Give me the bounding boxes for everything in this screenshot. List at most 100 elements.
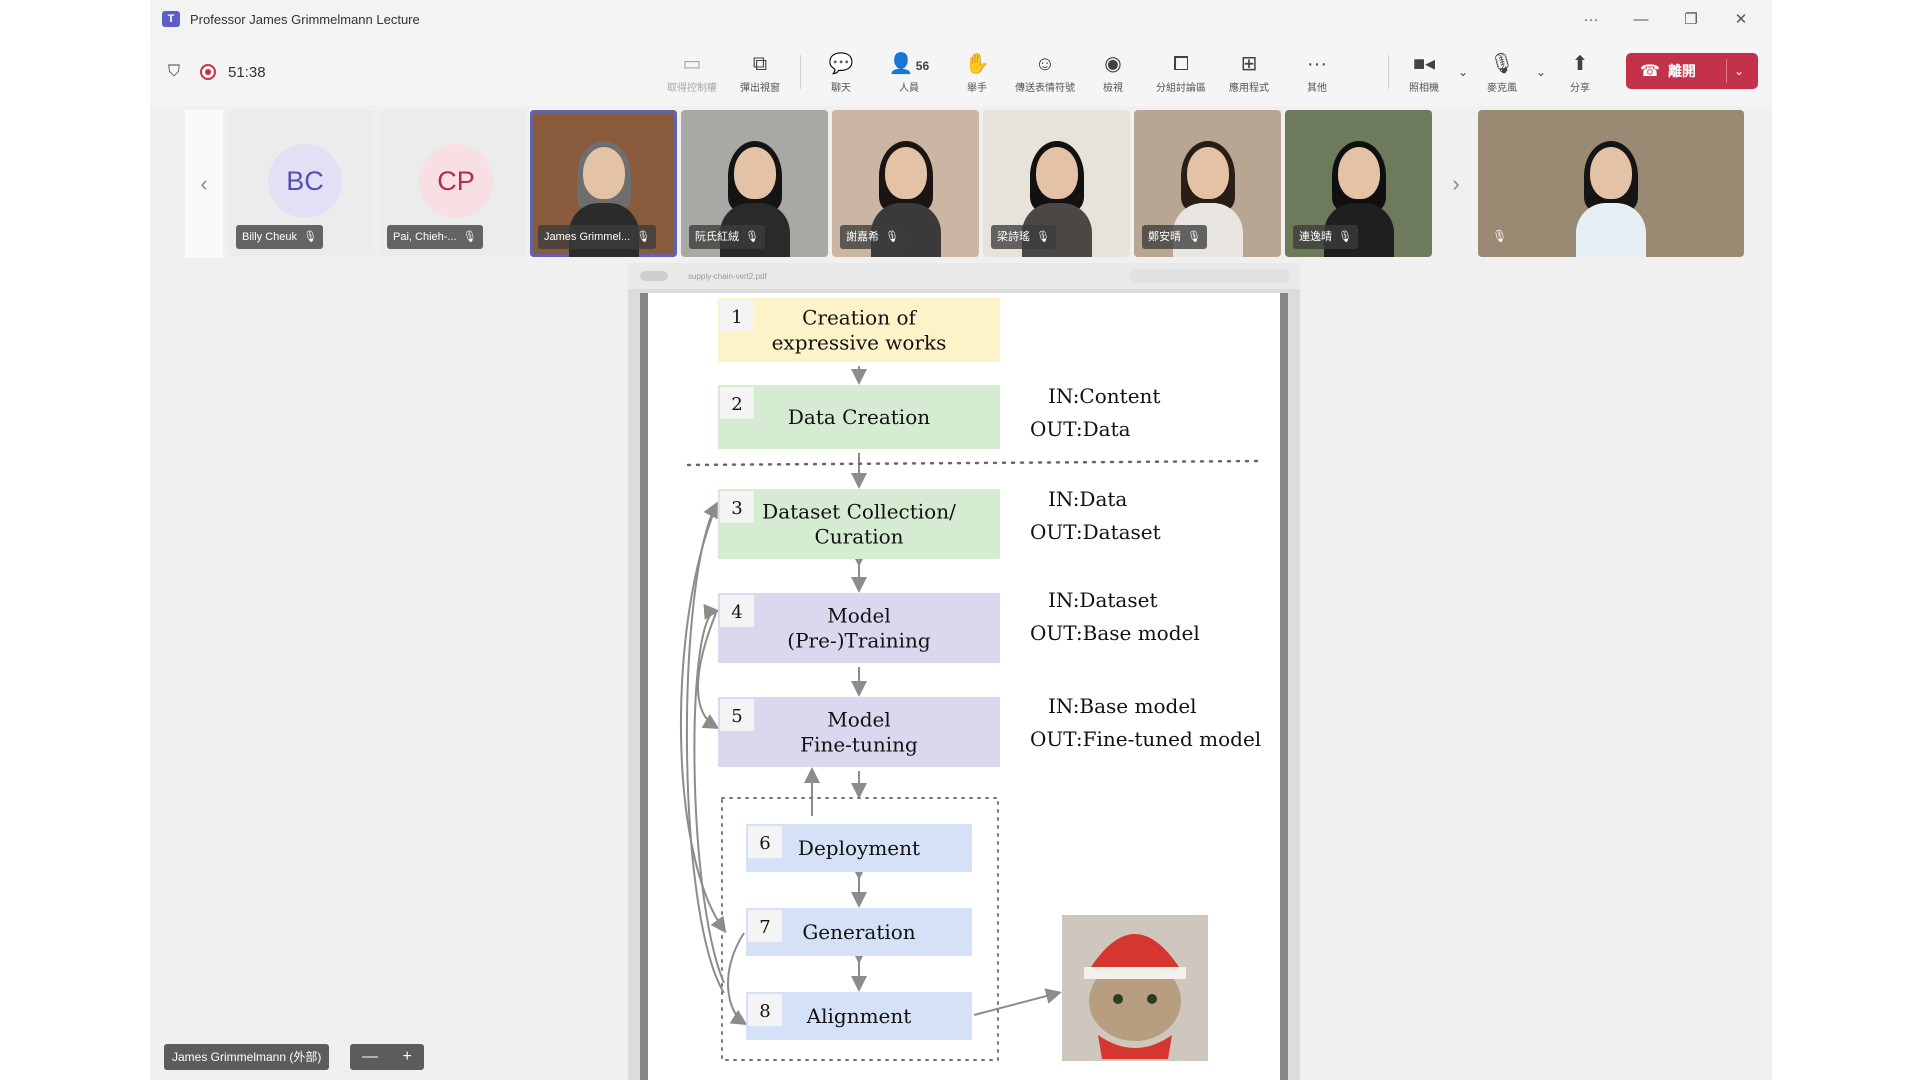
people-icon: 👤56 [888, 52, 930, 75]
participant-name-text: 梁詩瑤 [997, 231, 1030, 243]
stage-label: Deployment [798, 836, 920, 860]
output-label: OUT:Data [1030, 417, 1131, 441]
chat-button[interactable]: 💬 聊天 [807, 42, 875, 102]
participant-video [1323, 141, 1394, 257]
share-label: 分享 [1570, 82, 1590, 94]
pop-out-button[interactable]: ⧉彈出視窗 [726, 42, 794, 102]
mic-muted-icon: 🎙︎ [745, 231, 759, 243]
feedback-arrow [727, 932, 748, 1026]
zoom-out-button[interactable]: — [362, 1048, 379, 1065]
stage-number: 3 [731, 498, 742, 519]
avatar: BC [268, 144, 342, 218]
zoom-controls: — + [350, 1044, 424, 1070]
cat-eye-icon [1113, 994, 1123, 1004]
chat-icon: 💬 [828, 52, 854, 75]
plus-icon: ⊞ [1240, 52, 1258, 75]
leave-button[interactable]: ☎ 離開 ⌄ [1626, 53, 1758, 89]
stage-box [746, 824, 972, 872]
participant-tile[interactable]: 鄭安晴 🎙︎ [1134, 110, 1281, 257]
camera-options-chevron-icon[interactable]: ⌄ [1457, 65, 1469, 79]
participant-tile[interactable]: BC Billy Cheuk 🎙︎ [228, 110, 375, 257]
participant-tile[interactable]: 謝嘉希🎙︎ [832, 110, 979, 257]
recording-icon [200, 64, 216, 80]
participant-name: 鄭安晴 🎙︎ [1142, 225, 1207, 249]
stage-number-box [748, 826, 782, 858]
chat-label: 聊天 [831, 82, 851, 94]
mic-options-chevron-icon[interactable]: ⌄ [1535, 65, 1547, 79]
leave-label: 離開 [1667, 63, 1696, 79]
take-control-button[interactable]: ▭取得控制權 [658, 42, 726, 102]
participant-name: 連逸晴🎙︎ [1293, 225, 1358, 249]
mic-button[interactable]: 🎙︎ 麥克風 [1473, 42, 1531, 102]
participant-name-text: Billy Cheuk [242, 231, 298, 243]
stage-label: (Pre-)Training [787, 629, 931, 653]
participant-tile[interactable]: 🎙︎ [1478, 110, 1744, 257]
stage-label: Curation [814, 525, 903, 549]
output-label: OUT:Fine-tuned model [1030, 727, 1261, 751]
participant-tile[interactable]: 阮氏紅絨🎙︎ [681, 110, 828, 257]
participant-video [1576, 141, 1646, 257]
stage-label: Data Creation [788, 405, 930, 429]
breakout-icon: ⧠ [1173, 52, 1189, 75]
close-icon[interactable]: ✕ [1734, 11, 1748, 28]
view-button[interactable]: ◉檢視 [1079, 42, 1147, 102]
output-label: OUT:Base model [1030, 621, 1200, 645]
raise-hand-button[interactable]: ✋舉手 [943, 42, 1011, 102]
stage-number-box [720, 300, 754, 332]
leave-options-chevron-icon[interactable]: ⌄ [1734, 64, 1745, 78]
teams-window: T Professor James Grimmelmann Lecture ··… [150, 0, 1772, 1080]
stage-label: Alignment [806, 1004, 912, 1028]
reactions-button[interactable]: ☺傳送表情符號 [1011, 42, 1079, 102]
stage-box [746, 992, 972, 1040]
view-icon: ◉ [1104, 52, 1122, 75]
cat-scarf-icon [1098, 1035, 1172, 1059]
more-label: 其他 [1307, 82, 1327, 94]
shield-icon[interactable]: ⛉ [168, 63, 181, 80]
participant-tile[interactable]: 梁詩瑤🎙︎ [983, 110, 1130, 257]
cat-hat-brim-icon [1084, 967, 1186, 979]
minimize-icon[interactable]: — [1633, 10, 1649, 28]
people-button[interactable]: 👤56 人員 [875, 42, 943, 102]
more-button[interactable]: ···其他 [1283, 42, 1351, 102]
apps-button[interactable]: ⊞應用程式 [1215, 42, 1283, 102]
window-controls: ··· — ❐ ✕ [1566, 0, 1766, 38]
stage-number-box [720, 595, 754, 627]
stage-number-box [720, 491, 754, 523]
breakout-label: 分組討論區 [1156, 82, 1206, 94]
stage-label: Creation of [802, 306, 917, 330]
more-options-icon[interactable]: ··· [1583, 10, 1599, 28]
stage-number-box [720, 387, 754, 419]
participant-count: 56 [915, 58, 930, 73]
participant-name-text: 鄭安晴 [1148, 231, 1181, 243]
share-button[interactable]: ⬆ 分享 [1551, 42, 1609, 102]
participant-name: 梁詩瑤🎙︎ [991, 225, 1056, 249]
zoom-in-button[interactable]: + [402, 1048, 412, 1065]
participant-tile[interactable]: James Grimmel...🎙︎ [530, 110, 677, 257]
mic-muted-icon: 🎙︎ [462, 231, 477, 243]
participant-name-text: 謝嘉希 [846, 231, 879, 243]
raise-hand-label: 舉手 [967, 82, 987, 94]
participant-video [1172, 141, 1243, 257]
participant-name: Pai, Chieh-...🎙︎ [387, 225, 483, 249]
breakout-button[interactable]: ⧠ 分組討論區 [1147, 42, 1215, 102]
output-label: OUT:Dataset [1030, 520, 1161, 544]
feedback-arrow [697, 612, 720, 730]
phone-hangup-icon: ☎ [1640, 63, 1660, 80]
smile-icon: ☺ [1034, 52, 1056, 75]
restore-icon[interactable]: ❐ [1684, 11, 1698, 28]
mic-muted-icon: 🎙︎ [1492, 229, 1508, 243]
camera-button[interactable]: ■◂ 照相機 [1395, 42, 1453, 102]
people-label: 人員 [899, 82, 919, 94]
strip-next-chevron-icon[interactable]: › [1452, 171, 1460, 196]
mic-muted-icon: 🎙︎ [303, 231, 318, 243]
strip-prev-chevron-icon[interactable]: ‹ [185, 110, 223, 258]
participant-tile[interactable]: 連逸晴🎙︎ [1285, 110, 1432, 257]
stage-number-box [720, 699, 754, 731]
mic-muted-icon: 🎙︎ [1187, 231, 1201, 243]
stage-box [718, 593, 1000, 663]
input-label: IN:Data [1048, 487, 1127, 511]
